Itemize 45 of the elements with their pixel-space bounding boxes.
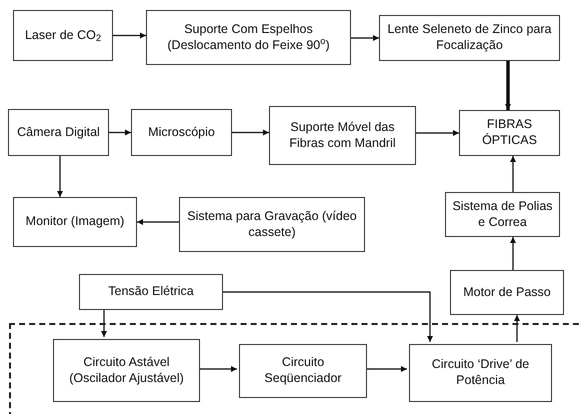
box-label: Sistema de Polias e Correa <box>451 198 554 230</box>
box-label: Monitor (Imagem) <box>26 214 124 230</box>
arrow <box>137 219 179 225</box>
box-label: FIBRAS ÓPTICAS <box>481 117 538 149</box>
box-label: Suporte Com Espelhos (Deslocamento do Feixe 90$^{o}$) <box>166 22 331 54</box>
arrow <box>510 156 516 192</box>
box-label: Suporte Móvel das Fibras com Mandril <box>288 120 397 152</box>
arrow <box>351 35 379 41</box>
box-label: Circuito Astável (Oscilador Ajustável) <box>68 354 185 386</box>
process-box <box>8 109 109 156</box>
process-box <box>13 197 137 247</box>
box-label: Microscópio <box>148 124 215 140</box>
box-label: Motor de Passo <box>463 284 551 300</box>
process-box <box>179 197 365 252</box>
arrow <box>505 61 511 110</box>
arrow <box>57 156 63 197</box>
box-label: Laser de CO$_{2}$ <box>24 28 102 44</box>
process-box <box>53 339 200 402</box>
process-box <box>409 344 552 402</box>
process-box <box>445 192 560 237</box>
box-label: Sistema para Gravação (vídeo cassete) <box>186 208 358 240</box>
arrow <box>109 130 131 136</box>
arrow <box>101 310 107 337</box>
process-box <box>79 274 223 310</box>
arrow <box>365 366 407 372</box>
box-label: Circuito Seqüenciador <box>263 355 343 387</box>
process-box <box>379 15 560 61</box>
process-box <box>146 10 351 65</box>
process-box <box>131 109 232 156</box>
box-label: Circuito ‘Drive’ de Potência <box>430 357 530 389</box>
box-label: Lente Seleneto de Zinco para Focalização <box>386 22 552 54</box>
arrow <box>232 130 269 136</box>
box-label: Câmera Digital <box>17 124 100 140</box>
process-box <box>450 270 564 315</box>
box-label: Tensão Elétrica <box>108 284 194 300</box>
arrow <box>113 32 146 38</box>
process-box <box>13 10 113 61</box>
arrow <box>416 130 459 136</box>
arrow <box>223 291 433 342</box>
arrow <box>510 237 516 270</box>
arrow <box>514 315 520 342</box>
arrow <box>198 366 237 372</box>
process-box <box>239 344 367 398</box>
process-box <box>269 106 416 165</box>
process-box <box>459 110 560 156</box>
